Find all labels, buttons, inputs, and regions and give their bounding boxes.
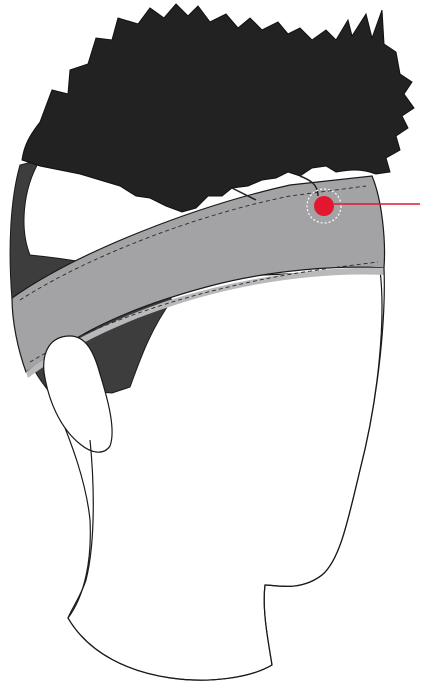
sensor-dot-icon	[314, 196, 334, 216]
